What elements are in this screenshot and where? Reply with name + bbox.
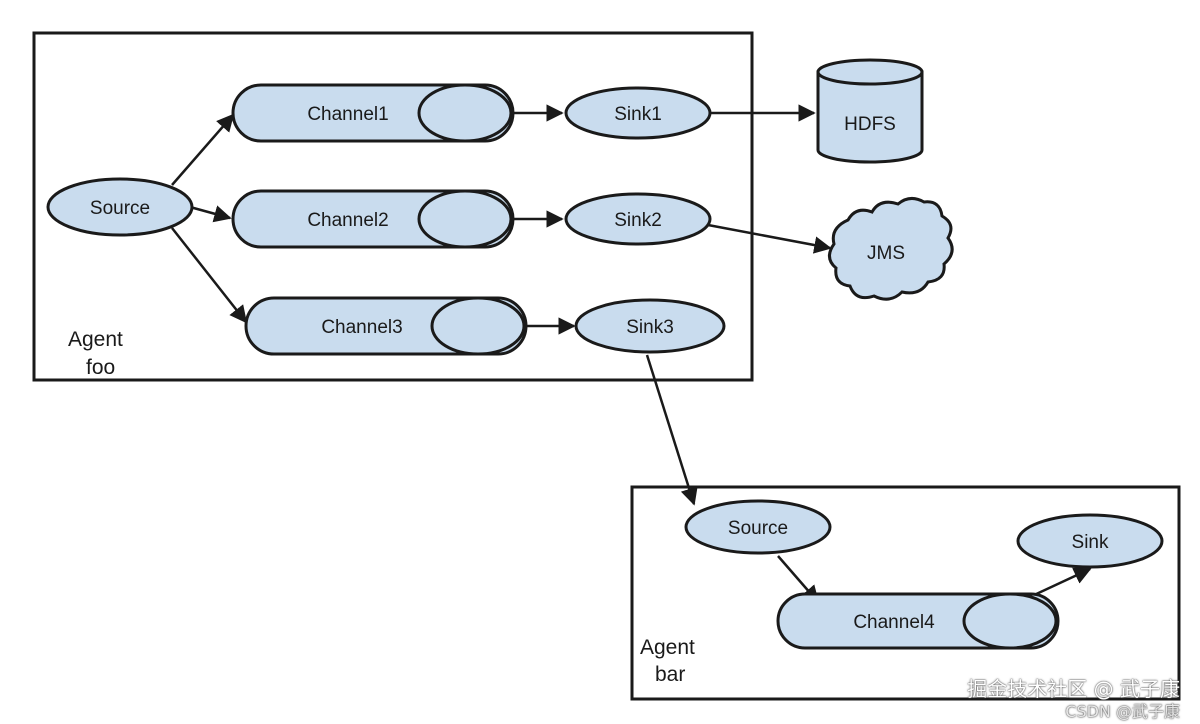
source-bar-label: Source — [728, 518, 788, 539]
source-foo-label: Source — [90, 198, 150, 219]
channel3-label: Channel3 — [321, 317, 402, 338]
channel2-label: Channel2 — [307, 210, 388, 231]
sink3-label: Sink3 — [626, 317, 674, 338]
source-foo-node: Source — [46, 177, 194, 237]
channel1-label: Channel1 — [307, 104, 388, 125]
sink2-node: Sink2 — [564, 192, 712, 246]
agent-bar-box — [630, 485, 1181, 701]
agent-bar-label-line1: Agent — [640, 636, 695, 659]
edge-source-channel1 — [171, 113, 235, 186]
channel4-node: Channel4 — [776, 592, 1060, 650]
sink1-label: Sink1 — [614, 104, 662, 125]
sink-bar-node: Sink — [1016, 513, 1164, 569]
edge-source-channel3 — [171, 227, 248, 324]
agent-foo-label-line2: foo — [86, 356, 115, 379]
edge-channel4-sink-bar — [1031, 567, 1092, 598]
sink-bar-label: Sink — [1072, 532, 1109, 553]
sink1-node: Sink1 — [564, 86, 712, 140]
source-bar-node: Source — [684, 499, 832, 555]
channel4-label: Channel4 — [853, 612, 935, 633]
watermark-line2: CSDN @武子康 — [1065, 702, 1180, 721]
channel2-node: Channel2 — [231, 189, 515, 249]
agent-foo-box — [32, 31, 754, 382]
channel3-node: Channel3 — [244, 296, 528, 356]
jms-node: JMS — [828, 197, 954, 301]
edge-sink2-jms — [707, 223, 832, 254]
watermark-line1: 掘金技术社区 @ 武子康 — [967, 677, 1180, 701]
jms-label: JMS — [867, 243, 905, 264]
hdfs-label: HDFS — [844, 114, 896, 135]
channel1-node: Channel1 — [231, 83, 515, 143]
edge-source-channel2 — [189, 205, 232, 223]
sink3-node: Sink3 — [574, 298, 726, 354]
hdfs-node: HDFS — [816, 58, 924, 164]
agent-foo-label-line1: Agent — [68, 328, 123, 351]
agent-bar-label-line2: bar — [655, 663, 685, 686]
edge-sink3-source-bar — [645, 354, 698, 506]
sink2-label: Sink2 — [614, 210, 662, 231]
